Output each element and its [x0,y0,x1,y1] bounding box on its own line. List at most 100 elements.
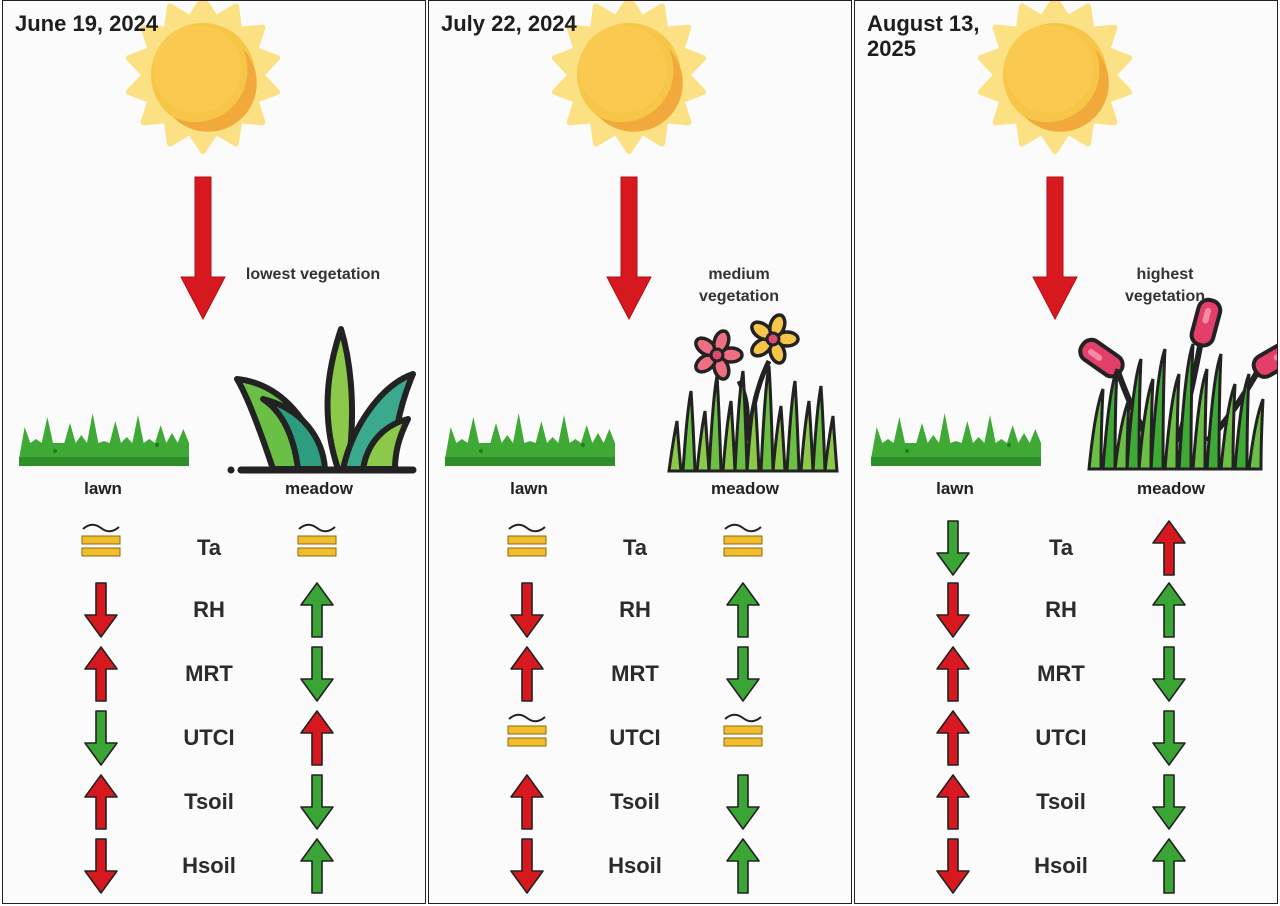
lawn-icon [445,413,615,466]
meadow-indicator [1147,645,1191,705]
lawn-down-green-arrow-icon [936,520,970,576]
meadow-indicator [295,645,339,705]
lawn-indicator [505,581,549,641]
meadow-up-green-arrow-icon [726,582,760,638]
parameter-label: UTCI [183,725,235,750]
panel-3: August 13, 2025 highest vegetation lawn mea… [854,0,1278,904]
lawn-down-red-arrow-icon [510,582,544,638]
meadow-up-red-arrow-icon [300,710,334,766]
lawn-label: lawn [936,479,974,498]
lawn-indicator [505,709,549,769]
meadow-cattails-icon [1078,297,1277,471]
parameter-label: Hsoil [1034,853,1088,878]
meadow-down-green-arrow-icon [1152,774,1186,830]
sunlight-arrow [1032,176,1078,321]
lawn-indicator [931,519,975,579]
lawn-down-red-arrow-icon [84,838,118,894]
lawn-indicator [931,837,975,897]
meadow-indicator [1147,709,1191,769]
meadow-indicator [1147,519,1191,579]
meadow-down-green-arrow-icon [300,646,334,702]
vegetation-level-label: lowest vegetation [245,266,381,283]
meadow-approx-equal-icon [297,523,337,557]
parameter-label: Hsoil [608,853,662,878]
lawn-label: lawn [510,479,548,498]
meadow-indicator [721,837,765,897]
meadow-indicator [721,581,765,641]
lawn-up-red-arrow-icon [84,774,118,830]
lawn-indicator [931,581,975,641]
lawn-up-red-arrow-icon [936,774,970,830]
sunlight-arrow [606,176,652,321]
lawn-indicator [79,773,123,833]
vegetation-level-label: highest vegetation [1124,266,1205,305]
panel-date: August 13, 2025 [867,11,980,61]
meadow-down-green-arrow-icon [726,774,760,830]
lawn-indicator [79,645,123,705]
meadow-up-green-arrow-icon [1152,838,1186,894]
meadow-label: meadow [1136,479,1206,498]
parameter-label: Tsoil [1036,789,1086,814]
lawn-indicator [505,837,549,897]
meadow-approx-equal-icon [723,713,763,747]
panel-illustration [19,1,417,474]
parameter-label: Ta [622,535,648,560]
lawn-approx-equal-icon [81,523,121,557]
parameter-label: RH [1045,597,1077,622]
parameter-label: UTCI [1035,725,1087,750]
meadow-indicator [721,645,765,705]
meadow-label: meadow [710,479,780,498]
parameter-label: UTCI [609,725,661,750]
parameter-label: Ta [1048,535,1074,560]
meadow-indicator [721,519,765,579]
meadow-up-red-arrow-icon [1152,520,1186,576]
meadow-approx-equal-icon [723,523,763,557]
parameter-label: Hsoil [182,853,236,878]
meadow-up-green-arrow-icon [726,838,760,894]
sun-icon [125,1,281,154]
lawn-indicator [505,773,549,833]
meadow-label: meadow [284,479,354,498]
lawn-indicator [931,709,975,769]
parameter-label: MRT [185,661,233,686]
meadow-indicator [295,837,339,897]
lawn-indicator [931,645,975,705]
lawn-up-red-arrow-icon [936,646,970,702]
parameter-label: RH [193,597,225,622]
panel-illustration [445,1,839,473]
lawn-indicator [931,773,975,833]
meadow-down-green-arrow-icon [1152,710,1186,766]
lawn-down-green-arrow-icon [84,710,118,766]
meadow-indicator [1147,773,1191,833]
meadow-indicator [1147,837,1191,897]
panel-date: July 22, 2024 [441,11,577,36]
lawn-up-red-arrow-icon [510,646,544,702]
meadow-down-green-arrow-icon [726,646,760,702]
meadow-indicator [1147,581,1191,641]
lawn-down-red-arrow-icon [936,838,970,894]
lawn-up-red-arrow-icon [936,710,970,766]
panel-illustration [871,1,1277,471]
parameter-label: Tsoil [610,789,660,814]
lawn-approx-equal-icon [507,713,547,747]
meadow-indicator [721,709,765,769]
lawn-indicator [79,519,123,579]
lawn-icon [19,413,189,466]
meadow-indicator [295,709,339,769]
sunlight-arrow [180,176,226,321]
parameter-label: Tsoil [184,789,234,814]
sun-icon [551,1,707,154]
meadow-up-green-arrow-icon [300,582,334,638]
meadow-indicator [295,773,339,833]
lawn-approx-equal-icon [507,523,547,557]
lawn-down-red-arrow-icon [936,582,970,638]
lawn-indicator [505,645,549,705]
meadow-up-green-arrow-icon [300,838,334,894]
meadow-indicator [721,773,765,833]
meadow-indicator [295,581,339,641]
meadow-indicator [295,519,339,579]
meadow-down-green-arrow-icon [300,774,334,830]
meadow-down-green-arrow-icon [1152,646,1186,702]
panel-date: June 19, 2024 [15,11,159,36]
